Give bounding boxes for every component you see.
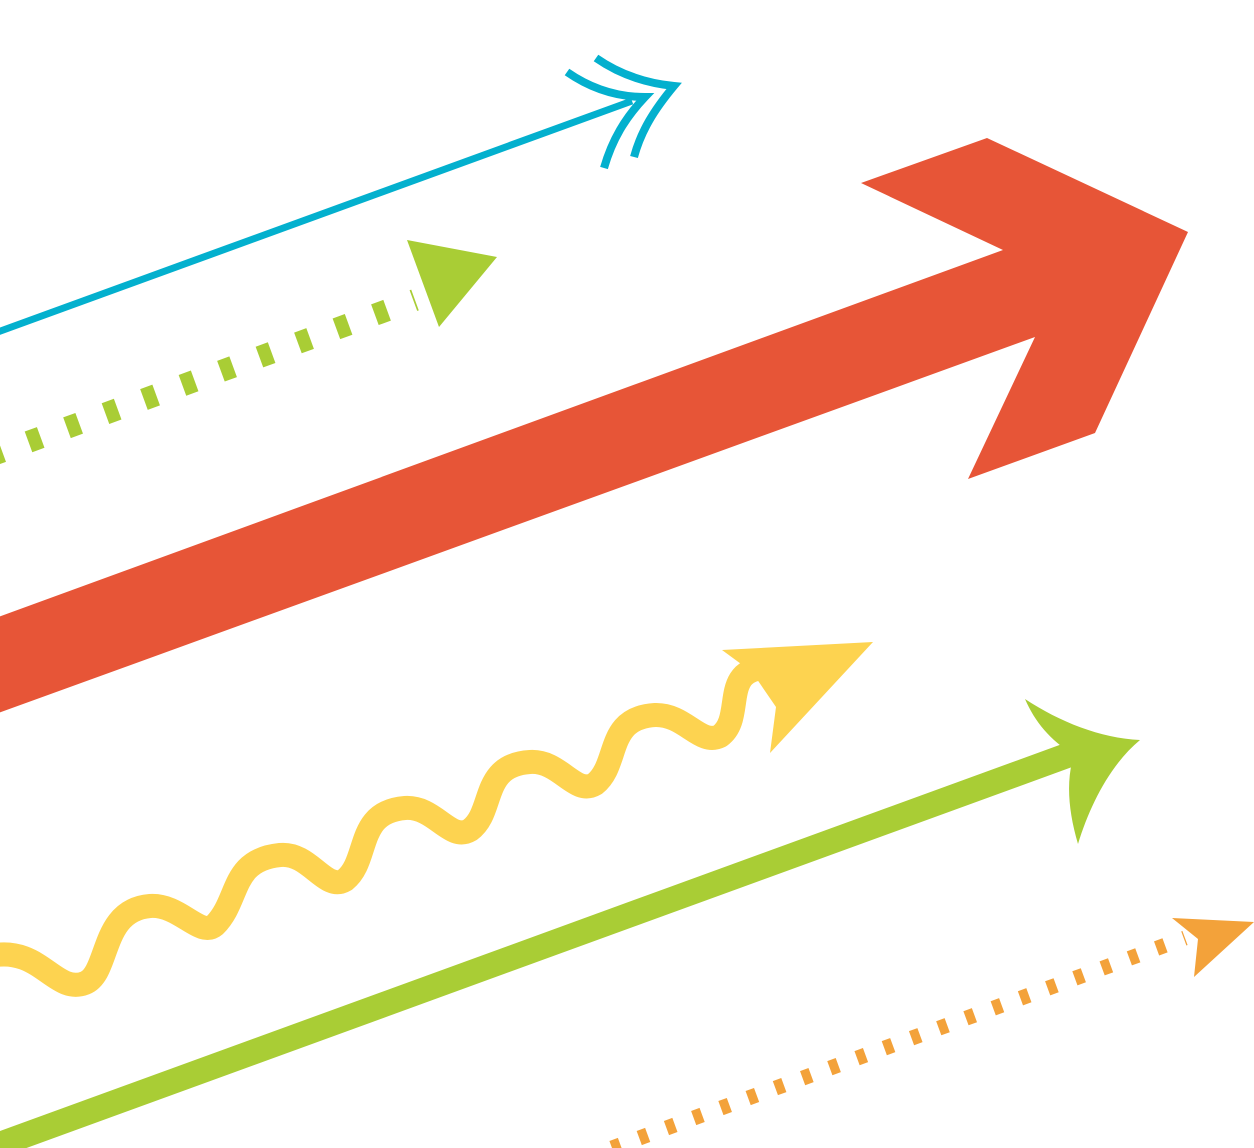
blue-double-chevron-arrow (0, 54, 682, 335)
green-dashed-arrow (0, 240, 497, 465)
yellow-wavy-arrow (0, 642, 873, 997)
red-thick-arrow (0, 138, 1188, 713)
green-solid-arrow (0, 699, 1140, 1148)
orange-dotted-arrow (609, 918, 1254, 1148)
